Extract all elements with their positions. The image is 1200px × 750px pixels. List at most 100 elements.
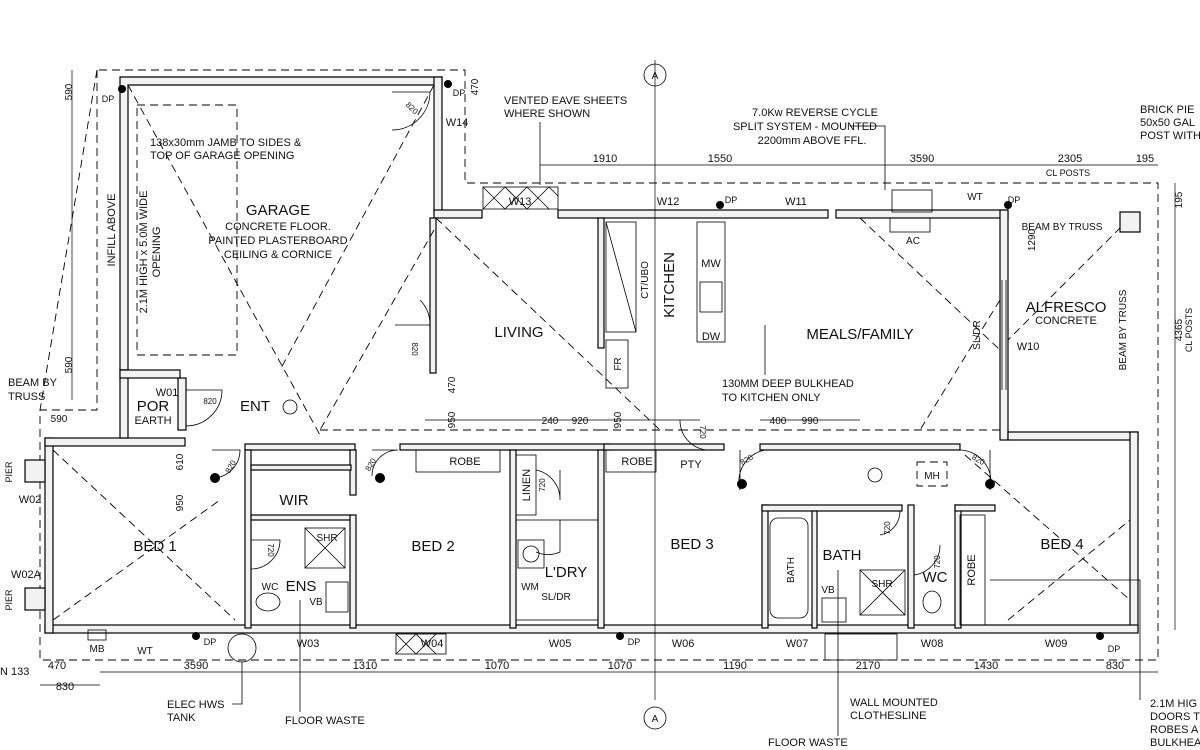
dp-label-2: DP bbox=[453, 88, 466, 98]
window-w08: W08 bbox=[921, 638, 944, 650]
dim-bottom-2: 1310 bbox=[353, 660, 377, 672]
dim-misc-4: 950 bbox=[175, 494, 186, 511]
fixture-bath: BATH bbox=[786, 557, 797, 583]
fixture-sl-dr-ldry: SL/DR bbox=[541, 592, 570, 603]
door-size-bath: 720 bbox=[883, 521, 892, 535]
note-floor-waste-bath: FLOOR WASTE bbox=[768, 737, 848, 749]
window-w07: W07 bbox=[786, 638, 809, 650]
room-label-robe-bed3: ROBE bbox=[621, 456, 652, 468]
door-size-ens: 720 bbox=[266, 543, 275, 557]
room-label-living: LIVING bbox=[494, 324, 543, 341]
note-clothesline-2: CLOTHESLINE bbox=[850, 710, 926, 722]
room-label-alfresco: ALFRESCO bbox=[1026, 299, 1107, 316]
dim-misc-2: 590 bbox=[51, 414, 68, 425]
note-bulkhead-2: TO KITCHEN ONLY bbox=[722, 392, 821, 404]
window-w02: W02 bbox=[19, 494, 42, 506]
fixture-ct-ubo: CT/UBO bbox=[640, 261, 651, 299]
room-label-bed1: BED 1 bbox=[133, 538, 176, 555]
note-cl-posts-top: CL POSTS bbox=[1046, 168, 1090, 178]
dim-top-5: 195 bbox=[1136, 153, 1154, 165]
note-jamb-1: 138x30mm JAMB TO SIDES & bbox=[150, 137, 302, 149]
dim-left-2: 590 bbox=[64, 356, 75, 373]
note-infill-above: INFILL ABOVE bbox=[106, 194, 118, 267]
room-label-ens: ENS bbox=[286, 578, 317, 595]
window-w10: W10 bbox=[1017, 341, 1040, 353]
window-w03: W03 bbox=[297, 638, 320, 650]
note-clothesline-1: WALL MOUNTED bbox=[850, 697, 938, 709]
dim-misc-5: 470 bbox=[447, 376, 458, 393]
dim-bottom-left-1: 470 bbox=[48, 660, 66, 672]
dp-label-6: DP bbox=[628, 637, 641, 647]
note-robes-4: BULKHEA bbox=[1150, 737, 1200, 749]
note-jamb-2: TOP OF GARAGE OPENING bbox=[150, 150, 294, 162]
note-brick-pier-2: 50x50 GAL bbox=[1140, 117, 1195, 129]
dim-misc-10: 400 bbox=[770, 416, 787, 427]
roof-outline bbox=[39, 69, 1159, 661]
note-n133: N 133 bbox=[0, 666, 29, 678]
room-label-pty: PTY bbox=[680, 459, 702, 471]
note-aircon-3: 2200mm ABOVE FFL. bbox=[758, 135, 867, 147]
dp-label-3: DP bbox=[725, 195, 738, 205]
room-label-meals-family: MEALS/FAMILY bbox=[806, 326, 913, 343]
note-robes-2: DOORS T bbox=[1150, 711, 1200, 723]
downpipe-markers bbox=[118, 80, 1104, 640]
note-brick-pier-3: POST WITH bbox=[1140, 130, 1200, 142]
room-label-linen: LINEN bbox=[521, 469, 533, 501]
dim-top-4: 2305 bbox=[1058, 153, 1082, 165]
hws-leader bbox=[232, 662, 243, 705]
door-size-wc: 720 bbox=[933, 555, 942, 569]
dim-bottom-8: 830 bbox=[1106, 660, 1124, 672]
note-garage-opening-2: OPENING bbox=[151, 227, 163, 278]
note-bulkhead-1: 130MM DEEP BULKHEAD bbox=[722, 378, 854, 390]
dim-top-2: 1550 bbox=[708, 153, 732, 165]
room-label-wir: WIR bbox=[279, 492, 308, 509]
window-w05: W05 bbox=[549, 638, 572, 650]
walls bbox=[44, 76, 1139, 634]
door-size-living: 820 bbox=[410, 342, 419, 356]
fixture-wt-top: WT bbox=[967, 192, 983, 203]
fixtures bbox=[24, 186, 1141, 663]
dp-label-1: DP bbox=[102, 94, 115, 104]
dim-bottom-7: 1430 bbox=[974, 660, 998, 672]
dim-top-3: 3590 bbox=[910, 153, 934, 165]
alfresco-note: CONCRETE bbox=[1035, 315, 1097, 327]
room-label-wc: WC bbox=[923, 569, 948, 586]
window-w11: W11 bbox=[785, 196, 807, 208]
dim-bottom-left-2: 830 bbox=[56, 681, 74, 693]
door-size-bed1: 820 bbox=[224, 458, 239, 475]
room-label-robe-bed4: ROBE bbox=[966, 554, 978, 585]
dim-bottom-1: 3590 bbox=[184, 660, 208, 672]
door-size-bed2: 820 bbox=[364, 456, 379, 473]
note-aircon-1: 7.0Kw REVERSE CYCLE bbox=[752, 107, 878, 119]
room-label-ldry: L'DRY bbox=[545, 564, 588, 581]
section-label-top: A bbox=[652, 71, 659, 82]
window-w06: W06 bbox=[672, 638, 695, 650]
dim-right-1: 195 bbox=[1174, 191, 1185, 208]
note-beam-left-2: TRUSS bbox=[8, 391, 45, 403]
fixture-ac: AC bbox=[906, 236, 920, 247]
doors bbox=[185, 91, 992, 576]
note-cl-posts-right: CL POSTS bbox=[1184, 308, 1194, 352]
note-elec-hws-1: ELEC HWS bbox=[167, 699, 224, 711]
roof-hips bbox=[52, 84, 1131, 621]
aircon-leader bbox=[850, 125, 886, 190]
pier-label-2: PIER bbox=[4, 589, 14, 611]
fixture-shr-bath: SHR bbox=[871, 579, 892, 590]
dim-misc-8: 240 bbox=[542, 416, 559, 427]
dim-top-1: 1910 bbox=[593, 153, 617, 165]
room-label-bath: BATH bbox=[823, 547, 862, 564]
door-size-linen: 720 bbox=[538, 478, 547, 492]
note-robes-1: 2.1M HIG bbox=[1150, 698, 1197, 710]
window-w01: W01 bbox=[156, 387, 179, 399]
dim-bottom-6: 2170 bbox=[856, 660, 880, 672]
dp-label-4: DP bbox=[1008, 195, 1021, 205]
fixture-wt-bottom: WT bbox=[137, 646, 153, 657]
note-robes-3: ROBES A bbox=[1150, 724, 1199, 736]
fixture-dw: DW bbox=[702, 331, 721, 343]
window-w04: W04 bbox=[421, 638, 444, 650]
door-size-pty: 720 bbox=[698, 425, 707, 439]
dp-label-5: DP bbox=[204, 637, 217, 647]
por-note: EARTH bbox=[134, 415, 171, 427]
note-beam-by-truss-top: BEAM BY TRUSS bbox=[1022, 222, 1103, 233]
fixture-sl-dr-family: SL/DR bbox=[972, 320, 983, 349]
